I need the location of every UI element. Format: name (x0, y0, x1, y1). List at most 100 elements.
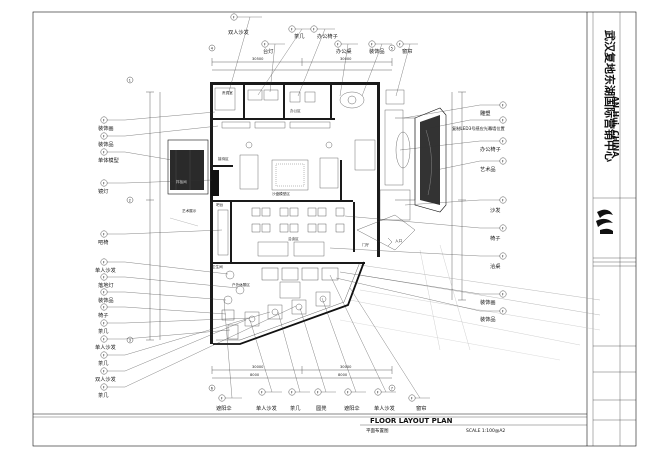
dim-bottom-right: 30000 (340, 365, 352, 369)
callout-tag: F (103, 385, 105, 389)
callout-top: F 茶几 (257, 25, 312, 96)
callout-tag: F (399, 42, 401, 46)
building-walls (210, 82, 380, 345)
callout-bottom: F 单人沙发 (329, 274, 396, 412)
callout-tag: F (411, 396, 413, 400)
callout-tag: F (103, 260, 105, 264)
top-callouts: F 双人沙发 F 茶几 F 台灯 F 办公椅子 F 办公桌 F 装饰品 (227, 13, 418, 97)
callout-text: 装饰品 (480, 315, 496, 323)
callout-bottom: F 单人沙发 (249, 319, 282, 412)
callout-text: 窗帘 (416, 404, 426, 412)
project-title-en: AN Hui, CHINA (611, 96, 620, 157)
callout-tag: F (337, 42, 339, 46)
callout-text: 复制LED3号感应光幕墙位置 (452, 125, 505, 132)
callout-top: F 窗帘 (395, 40, 418, 97)
room-toilet: 卫生间 (212, 264, 223, 269)
callout-text: 吧椅 (98, 238, 108, 246)
callout-tag: F (502, 309, 504, 313)
callout-tag: F (291, 27, 293, 31)
grid-marker: 6 (211, 386, 213, 390)
callout-text: 双人沙发 (228, 28, 249, 36)
dimension-bottom: 30000 30000 8000 8000 (211, 365, 393, 379)
dimension-left (146, 91, 161, 341)
callout-left: F 镜灯 (98, 179, 213, 195)
callout-left: F 单体模型 (98, 148, 173, 164)
sandtable-area: 沙盘模型区 接待区 (218, 139, 411, 221)
callout-right: F 复制LED3号感应光幕墙位置 (429, 116, 507, 132)
callout-text: 装饰品 (369, 47, 385, 55)
callout-left: F 茶几 (98, 305, 297, 399)
callout-text: 沙发 (490, 206, 500, 214)
callout-tag: F (103, 353, 105, 357)
callout-right: F 椅子 (344, 215, 507, 242)
callout-text: 单体模型 (98, 156, 119, 164)
callout-text: 落地灯 (98, 281, 114, 289)
callout-text: 窗帘 (402, 47, 412, 55)
callout-tag: F (502, 103, 504, 107)
project-title-cn: 武汉复地东湖国际营销中心 (603, 30, 617, 162)
callout-text: 装饰品 (98, 296, 114, 304)
callout-text: 办公椅子 (480, 145, 501, 153)
dimension-top: 30500 30000 (211, 57, 393, 71)
callout-text: 雕塑 (480, 109, 490, 117)
callout-bottom: F 茶几 (277, 311, 310, 412)
grid-marker: 1 (129, 78, 131, 82)
callout-tag: F (103, 305, 105, 309)
callout-text: 艺术品 (480, 165, 496, 173)
callout-tag: F (377, 390, 379, 394)
art-wall (384, 107, 447, 213)
callout-text: 椅子 (490, 234, 500, 242)
callout-tag: F (264, 42, 266, 46)
room-negotiation: 洽谈区 (288, 236, 299, 241)
callout-text: 镜灯 (98, 187, 108, 195)
room-sandtable: 沙盘模型区 (272, 191, 290, 196)
callout-bottom: F 遮阳伞 (321, 297, 366, 412)
plan-subheading: 平面布置图 (366, 427, 389, 434)
callout-tag: F (347, 390, 349, 394)
callout-text: 茶几 (98, 359, 108, 367)
callout-right: F 办公椅子 (399, 137, 507, 153)
callout-tag: F (103, 369, 105, 373)
callout-tag: F (502, 254, 504, 258)
grid-marker: 4 (211, 46, 213, 50)
room-model: 样板间 (176, 179, 187, 184)
office-rooms (214, 87, 405, 129)
callout-tag: F (103, 118, 105, 122)
callout-tag: F (103, 290, 105, 294)
grid-marker: 7 (391, 386, 393, 390)
dimension-right (451, 91, 466, 301)
callout-bottom: F 圆凳 (299, 307, 336, 412)
callout-tag: F (502, 198, 504, 202)
callout-bottom: F 窗帘 (349, 287, 430, 412)
room-art: 艺术展示 (182, 208, 197, 213)
callout-tag: F (502, 139, 504, 143)
callout-tag: F (103, 134, 105, 138)
left-callouts: F 装饰画 F 装饰品 F 单体模型 F 镜灯 F 吧椅 F 单人沙发 (95, 111, 297, 399)
callout-tag: F (103, 232, 105, 236)
callout-left: F 茶几 (98, 311, 271, 367)
callout-tag: F (313, 27, 315, 31)
callout-left: F 吧椅 (98, 229, 223, 246)
callout-tag: F (221, 396, 223, 400)
callout-tag: F (103, 275, 105, 279)
callout-tag: F (371, 42, 373, 46)
callout-left: F 装饰品 (98, 288, 227, 304)
plan-scale: SCALE 1:100@A2 (466, 428, 505, 434)
callout-right: F 沙发 (404, 196, 507, 214)
callout-text: 办公椅子 (317, 32, 338, 40)
callout-tag: F (103, 337, 105, 341)
callout-tag: F (103, 181, 105, 185)
negotiation-area: 洽谈区 吧台 (216, 202, 345, 257)
callout-text: 遮阳伞 (216, 404, 232, 412)
callout-right: F 艺术品 (435, 157, 507, 173)
callout-text: 洽桌 (490, 262, 500, 270)
callout-text: 单人沙发 (256, 404, 277, 412)
callout-top: F 办公椅子 (297, 25, 338, 97)
right-callouts: F 雕塑 F 复制LED3号感应光幕墙位置 F 办公椅子 F 艺术品 F 沙发 … (329, 101, 507, 323)
site-hatching (169, 217, 601, 361)
callout-tag: F (261, 390, 263, 394)
callout-text: 茶几 (294, 32, 304, 40)
room-office: 办公区 (290, 108, 301, 113)
callout-tag: F (502, 118, 504, 122)
callout-left: F 单人沙发 (95, 329, 231, 351)
